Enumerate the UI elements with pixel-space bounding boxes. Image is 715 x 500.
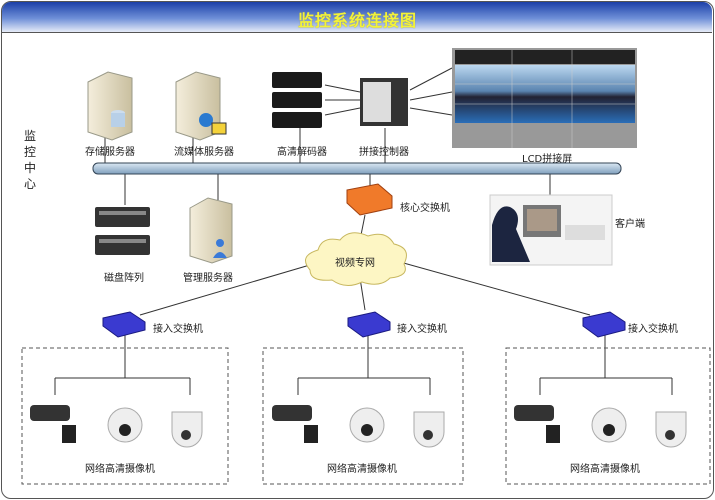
- camera-group-label-3: 网络高清摄像机: [570, 464, 640, 475]
- storage-server-icon: [87, 71, 133, 141]
- lcd-wall-label: LCD拼接屏: [522, 154, 573, 165]
- disk-array-icon: [95, 207, 150, 255]
- mgmt-server-icon: [189, 197, 233, 264]
- video-network-label: 视频专网: [335, 258, 375, 269]
- camera-icons: [30, 405, 687, 448]
- hd-decoder-icon: [272, 72, 322, 128]
- access-switch-icon-2: [347, 311, 391, 338]
- access-switch-icon-3: [582, 311, 626, 338]
- camera-group-label-1: 网络高清摄像机: [85, 464, 155, 475]
- streaming-server-icon: [175, 71, 227, 141]
- core-switch-icon: [346, 183, 393, 216]
- access-switch-label-1: 接入交换机: [153, 324, 203, 335]
- access-switch-label-3: 接入交换机: [628, 324, 678, 335]
- client-workstation-icon: [489, 194, 613, 266]
- title-bar: [2, 2, 712, 33]
- splice-controller-icon: [360, 78, 408, 126]
- network-bus: [92, 162, 622, 175]
- lcd-wall-icon: [452, 48, 637, 148]
- disk-array-label: 磁盘阵列: [104, 273, 144, 284]
- hd-decoder-label: 高清解码器: [277, 147, 327, 158]
- access-switch-label-2: 接入交换机: [397, 324, 447, 335]
- diagram-title: 监控系统连接图: [297, 11, 417, 30]
- video-network-cloud-icon: [305, 232, 407, 286]
- storage-server-label: 存储服务器: [85, 147, 135, 158]
- splice-controller-label: 拼接控制器: [359, 147, 409, 158]
- camera-groups: [21, 347, 711, 485]
- mgmt-server-label: 管理服务器: [183, 273, 233, 284]
- connection-lines: [54, 67, 673, 395]
- access-switch-icon-1: [102, 311, 146, 338]
- access-switch-icons: [102, 311, 626, 338]
- monitoring-center-label: 监控中心: [24, 129, 37, 191]
- core-switch-label: 核心交换机: [400, 203, 450, 214]
- client-label: 客户端: [615, 219, 645, 230]
- camera-group-label-2: 网络高清摄像机: [327, 464, 397, 475]
- streaming-server-label: 流媒体服务器: [174, 147, 234, 158]
